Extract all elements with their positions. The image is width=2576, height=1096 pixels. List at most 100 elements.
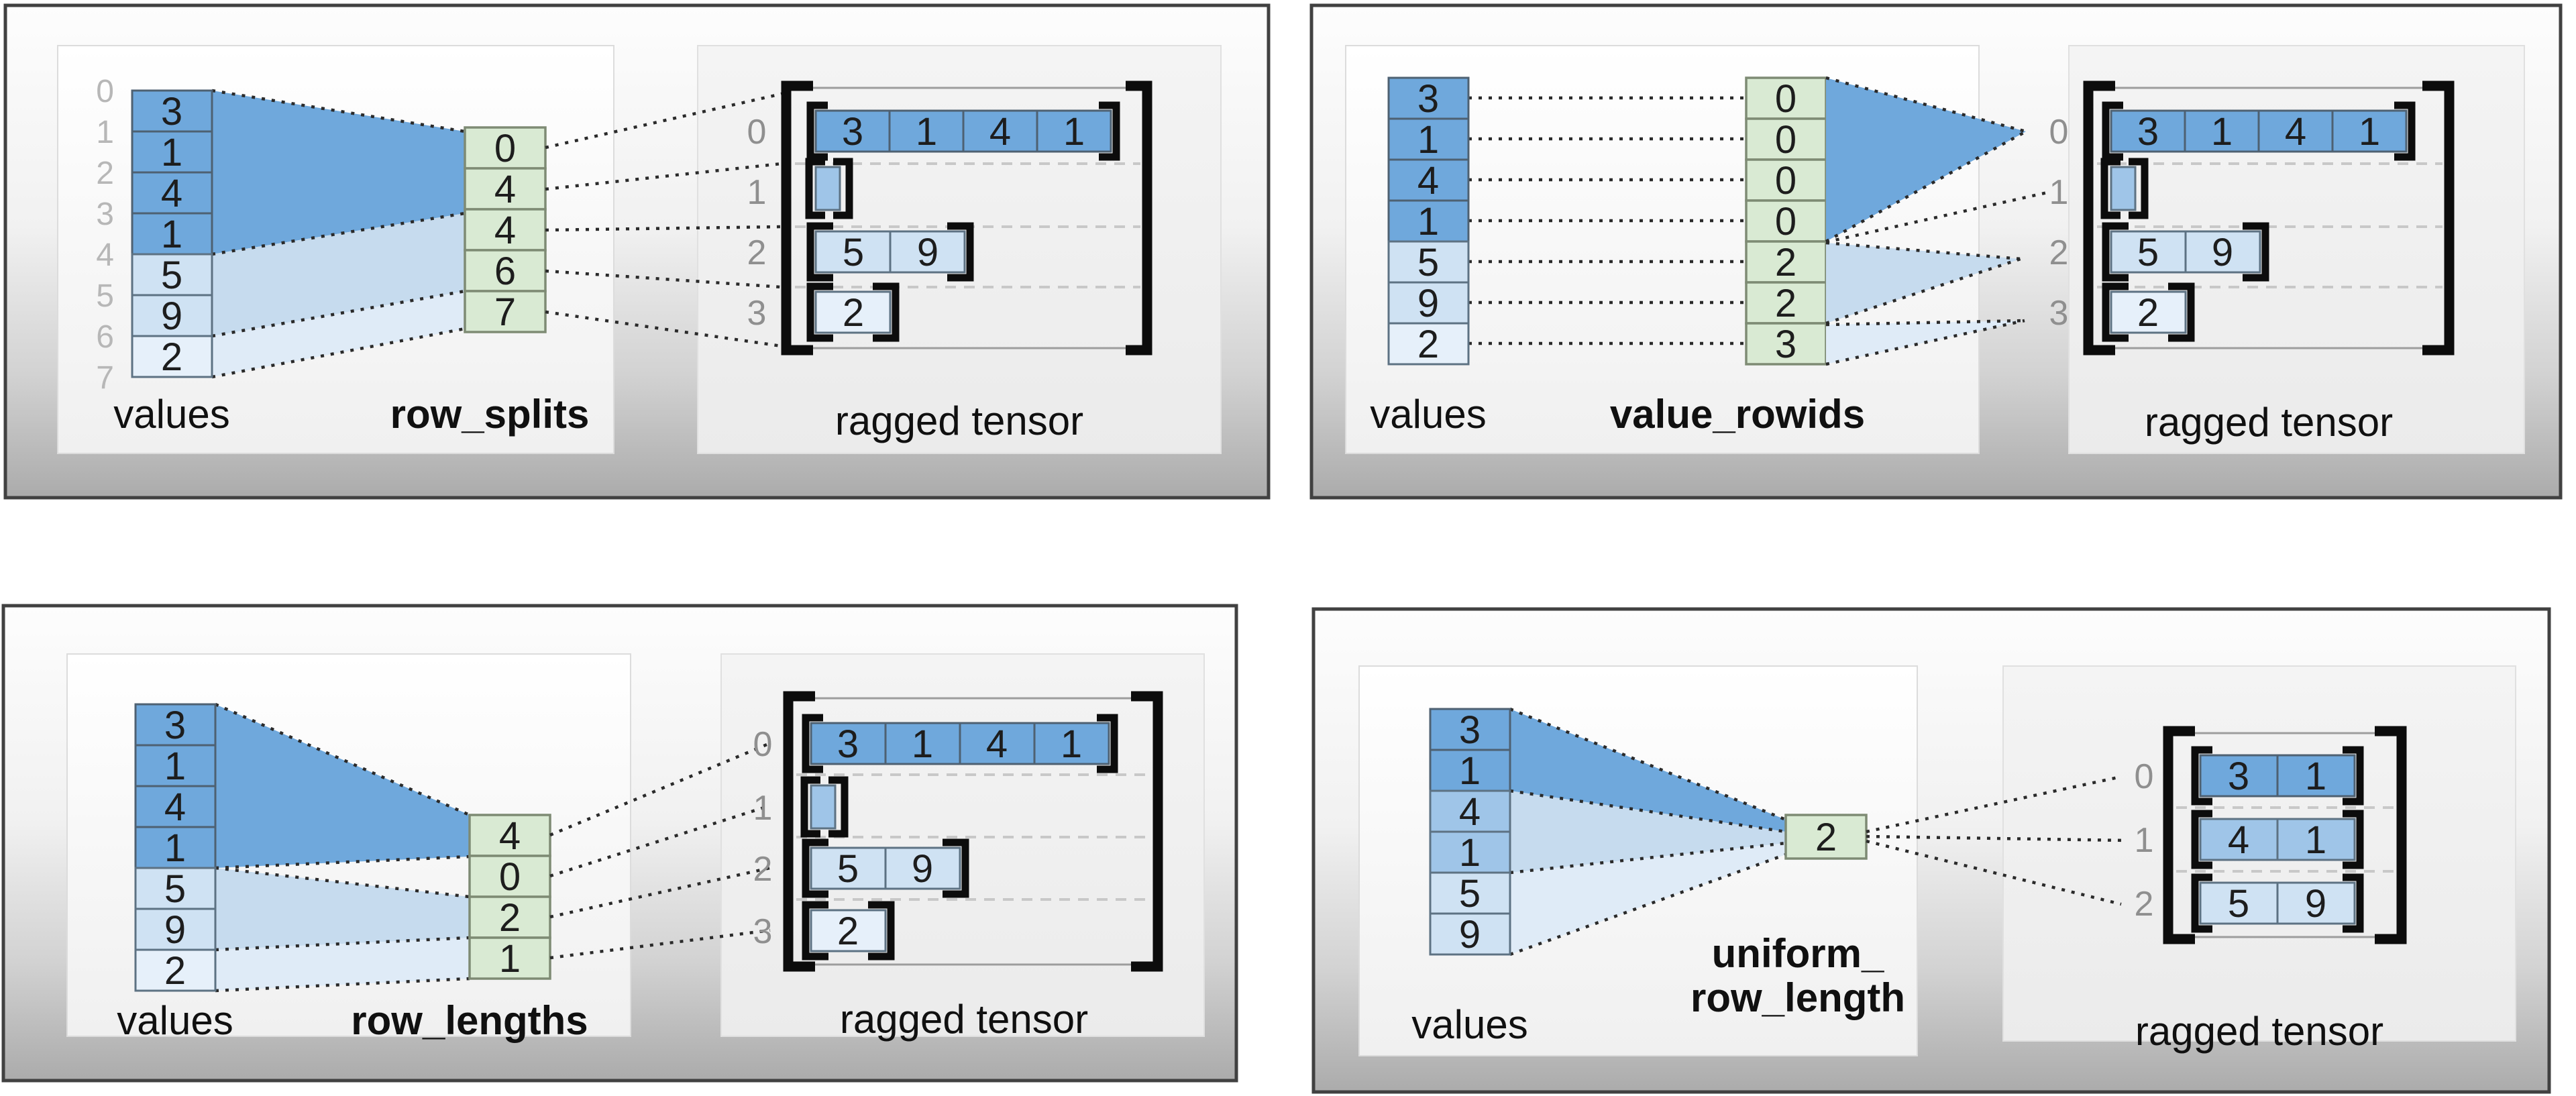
tensor-cell: 4	[986, 722, 1008, 766]
panel-uniform-row-length: 3 1 4 1 5 9 2 0 1 2 3 1 4 1	[1311, 607, 2551, 1094]
tensor-cell: 5	[837, 847, 859, 891]
tensor-cell: 1	[916, 110, 937, 154]
tensor-row: 3 1 4 1	[2102, 101, 2416, 161]
tensor-cell: 3	[842, 110, 863, 154]
funnel-edges	[211, 89, 466, 379]
funnel-edges	[215, 702, 470, 993]
values-label: values	[1411, 1002, 1527, 1047]
value-cell: 3	[161, 90, 182, 133]
tensor-bracket-right	[1131, 691, 1163, 972]
uniform-row-length-cell: 2	[1784, 814, 1868, 860]
key-cell: 4	[494, 168, 516, 211]
value-cell: 5	[164, 867, 186, 911]
tensor-row: 5 9	[2102, 222, 2269, 282]
value-index: 6	[96, 319, 114, 355]
funnel-edges	[1825, 76, 2048, 366]
row-splits-column: 0 4 4 6 7	[464, 126, 547, 334]
value-rowids-column: 0 0 0 0 2 2 3	[1745, 76, 1827, 366]
value-cell: 3	[164, 704, 186, 747]
tensor-row: 3 1 4 1	[802, 714, 1118, 773]
funnel-fills	[215, 704, 470, 991]
tensor-row: 2	[802, 901, 895, 961]
value-cell: 4	[1417, 159, 1439, 203]
ragged-tensor: 0 1 2 3 3 1 4 1 5 9 2	[747, 80, 1152, 355]
tensor-cell: 4	[2228, 818, 2249, 862]
tensor-bracket-left	[2083, 80, 2115, 355]
tensor-row-index: 0	[2135, 757, 2154, 796]
value-cell: 1	[1417, 200, 1439, 243]
value-cell: 3	[1459, 708, 1481, 752]
tensor-row: 5 9	[802, 838, 969, 898]
value-cell: 2	[1417, 323, 1439, 366]
tensor-bracket-left	[783, 691, 815, 972]
tensor-cell: 1	[2305, 755, 2326, 798]
funnel-fills	[1510, 709, 1786, 954]
tensor-cell: 1	[912, 722, 933, 766]
tensor-row: 3 1	[2191, 746, 2364, 806]
tensor-row-empty	[805, 158, 853, 219]
tensor-row-index: 0	[2049, 113, 2069, 152]
tensor-row-index: 2	[753, 850, 773, 889]
key-cell: 2	[499, 896, 521, 940]
value-cell: 4	[164, 785, 186, 829]
tensor-cell: 5	[2228, 882, 2249, 926]
tensor-cell: 3	[837, 722, 859, 766]
tensor-row-index: 2	[2049, 233, 2069, 272]
tensor-bracket-left	[2163, 726, 2195, 944]
ragged-tensor: 0 1 2 3 3 1 4 1 5 9 2	[753, 691, 1163, 972]
tensor-cell: 4	[989, 110, 1011, 154]
values-label: values	[117, 998, 233, 1043]
ragged-tensor: 0 1 2 3 3 1 4 1 5 9 2	[2049, 80, 2455, 355]
value-cell: 1	[164, 745, 186, 788]
key-label: row_lengths	[351, 998, 588, 1043]
tensor-label: ragged tensor	[835, 398, 1083, 443]
connector-lines	[549, 741, 771, 960]
key-cell: 6	[494, 250, 516, 293]
tensor-cell: 1	[2359, 110, 2380, 154]
value-cell: 5	[1417, 241, 1439, 284]
tensor-cell: 1	[1063, 110, 1085, 154]
funnel-edges	[1509, 707, 1786, 956]
value-index: 1	[96, 115, 114, 150]
tensor-row: 5 9	[2191, 873, 2364, 933]
values-column: 3 1 4 1 5 9	[1429, 708, 1511, 956]
tensor-bracket-right	[2422, 80, 2455, 355]
key-cell: 2	[1815, 816, 1837, 859]
tensor-row-empty	[800, 776, 849, 838]
tensor-row: 2	[2102, 282, 2195, 342]
tensor-row: 3 1 4 1	[806, 101, 1120, 161]
value-cell: 5	[1459, 872, 1481, 916]
tensor-cell: 1	[2305, 818, 2326, 862]
tensor-row-index: 3	[2049, 294, 2069, 333]
key-cell: 4	[494, 209, 516, 252]
values-index-labels: 0 1 2 3 4 5 6 7	[96, 74, 114, 396]
key-cell: 7	[494, 290, 516, 334]
value-index: 7	[96, 360, 114, 396]
key-cell: 0	[1775, 159, 1796, 203]
tensor-cell: 2	[837, 910, 859, 953]
value-cell: 4	[161, 172, 182, 215]
panel-row-lengths: 3 1 4 1 5 9 2 4 0 2 1 0 1 2 3 3 1 4	[1, 604, 1238, 1083]
tensor-row-index: 2	[747, 233, 767, 272]
value-to-key-lines	[1468, 96, 1746, 345]
key-label: value_rowids	[1610, 392, 1865, 437]
value-cell: 1	[161, 131, 182, 174]
value-cell: 3	[1417, 77, 1439, 121]
value-index: 0	[96, 74, 114, 109]
value-cell: 1	[164, 826, 186, 870]
value-cell: 9	[1417, 282, 1439, 325]
tensor-row-index: 0	[747, 113, 767, 152]
tensor-cell: 1	[1061, 722, 1082, 766]
value-cell: 9	[161, 294, 182, 338]
key-label: row_splits	[390, 392, 590, 437]
tensor-cell: 4	[2285, 110, 2306, 154]
tensor-label: ragged tensor	[840, 997, 1088, 1042]
tensor-cell: 2	[843, 291, 864, 335]
key-label-line1: uniform_	[1712, 931, 1884, 976]
tensor-cell: 9	[2212, 231, 2233, 274]
panel-row-splits: 0 1 2 3 4 5 6 7 3 1 4 1 5 9 2 0 4 4 6 7	[3, 3, 1271, 500]
values-column: 3 1 4 1 5 9 2	[131, 89, 213, 379]
key-cell: 2	[1775, 241, 1796, 284]
